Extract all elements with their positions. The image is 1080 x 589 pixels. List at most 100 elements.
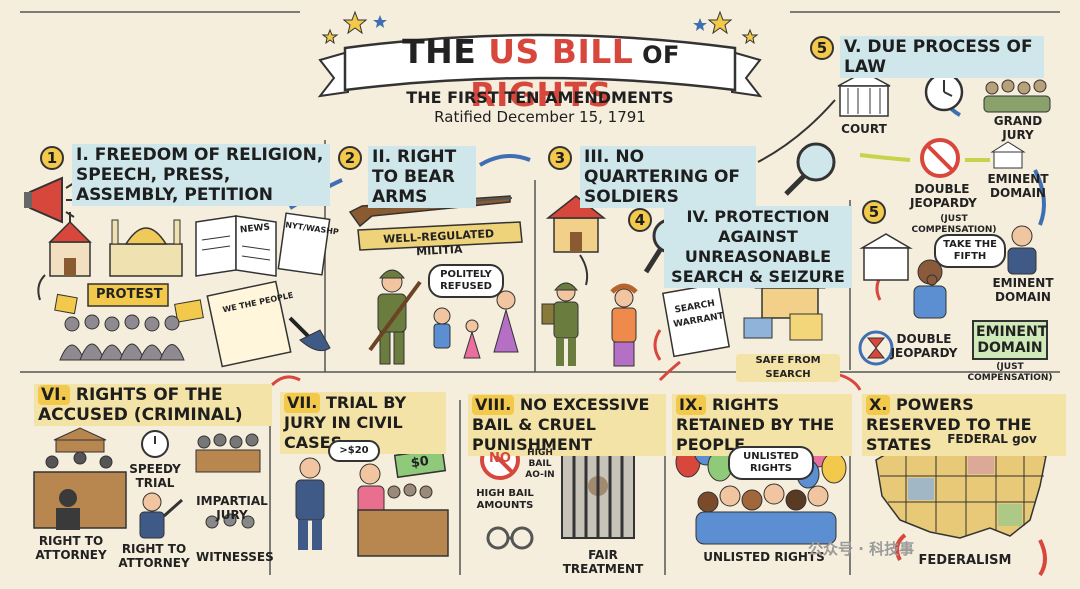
badge-2: 2 bbox=[338, 146, 362, 170]
eminent-domain-label: EMINENT DOMAIN bbox=[987, 172, 1049, 200]
protest-sign: PROTEST bbox=[96, 287, 163, 302]
militia-banner bbox=[357, 221, 523, 251]
arrow-icons-green bbox=[859, 153, 990, 163]
high-bail-sign-label: HIGH BAIL AO-IN bbox=[525, 448, 555, 480]
title-us-bill: US BILL bbox=[488, 32, 634, 71]
amendment-3-title: III. NO QUARTERING OF SOLDIERS bbox=[580, 146, 756, 208]
megaphone-icon bbox=[24, 176, 76, 224]
speedy-trial-label: SPEEDY TRIAL bbox=[129, 462, 181, 490]
lawyer-figure-icon bbox=[139, 492, 183, 539]
just-compensation-label-2: (JUST COMPENSATION) bbox=[967, 362, 1053, 383]
official-person-icon bbox=[1007, 225, 1037, 275]
high-bail-amounts-label: HIGH BAIL AMOUNTS bbox=[476, 488, 534, 511]
stopwatch-small-icon bbox=[141, 430, 169, 458]
roman-10: X. bbox=[866, 395, 891, 415]
unlisted-rights-label: UNLISTED RIGHTS bbox=[703, 550, 825, 564]
roman-8: VIII. bbox=[472, 395, 515, 415]
jury-box-icon bbox=[195, 433, 261, 473]
newspaper-icon bbox=[195, 215, 277, 277]
amendment-8-title-text: NO EXCESSIVE BAIL & CRUEL PUNISHMENT bbox=[472, 395, 650, 454]
impartial-jury-label: IMPARTIAL JURY bbox=[196, 494, 268, 522]
amendment-7-title-text: TRIAL BY JURY IN CIVIL CASES bbox=[284, 393, 407, 452]
amendment-2-title: II. RIGHT TO BEAR ARMS bbox=[368, 146, 476, 208]
federal-gov-label: FEDERAL gov bbox=[947, 432, 1037, 446]
us-map-icon bbox=[875, 443, 1047, 539]
badge-4: 4 bbox=[628, 208, 652, 232]
courtroom-icon bbox=[33, 427, 127, 530]
eminent-domain-building-icon bbox=[990, 141, 1026, 169]
magnifier-large-icon bbox=[784, 142, 836, 196]
witnesses-icon bbox=[205, 513, 255, 529]
protest-crowd-icon bbox=[54, 283, 204, 361]
title-pre: THE bbox=[402, 32, 489, 71]
document-pen-icon bbox=[206, 280, 331, 368]
politely-refused-bubble: POLITELY REFUSED bbox=[428, 264, 504, 298]
court-icon bbox=[837, 71, 891, 117]
folded-newspaper-icon bbox=[277, 212, 331, 276]
no-sign-label: NO bbox=[489, 451, 511, 466]
eminent-domain-label-2: EMINENT DOMAIN bbox=[992, 276, 1054, 304]
amendment-5-title: V. DUE PROCESS OF LAW bbox=[840, 36, 1044, 78]
badge-5: 5 bbox=[810, 36, 834, 60]
amendment-10-title-text: POWERS RESERVED TO THE STATES bbox=[866, 395, 1032, 454]
right-to-attorney-label-2: RIGHT TO ATTORNEY bbox=[118, 542, 190, 570]
church-icon bbox=[48, 212, 92, 277]
double-jeopardy-label: DOUBLE JEOPARDY bbox=[910, 182, 977, 210]
take-the-fifth-bubble: TAKE THE FIFTH bbox=[934, 234, 1006, 268]
court-label: COURT bbox=[841, 122, 887, 136]
just-compensation-label: (JUST COMPENSATION) bbox=[911, 214, 997, 235]
roman-7: VII. bbox=[284, 393, 321, 413]
house-icon bbox=[545, 195, 607, 253]
roman-9: IX. bbox=[676, 395, 707, 415]
title-rights: RIGHTS bbox=[470, 75, 612, 114]
warrant-document-icon bbox=[661, 282, 731, 358]
jury-bench-icon bbox=[357, 483, 449, 557]
jail-cell-icon bbox=[561, 451, 635, 539]
page-title: THE US BILL OF RIGHTS bbox=[358, 32, 724, 115]
civil-lawyer-icon bbox=[295, 457, 325, 550]
no-double-jeopardy-icon bbox=[920, 138, 960, 178]
badge-1: 1 bbox=[40, 146, 64, 170]
title-of: OF bbox=[633, 41, 680, 69]
amendment-9-title-text: RIGHTS RETAINED BY THE PEOPLE bbox=[676, 395, 835, 454]
woman-refusing-icon bbox=[610, 283, 638, 367]
handcuffs-icon bbox=[486, 526, 534, 550]
eminent-domain-box: EMINENT DOMAIN bbox=[972, 320, 1048, 360]
court-small-icon bbox=[859, 233, 913, 281]
soldier-figure-icon bbox=[368, 269, 422, 365]
amendment-6-title: VI. RIGHTS OF THE ACCUSED (CRIMINAL) bbox=[34, 384, 272, 426]
person-covering-mouth-icon bbox=[913, 259, 947, 319]
federalism-label: FEDERALISM bbox=[918, 553, 1012, 568]
amendment-4-title: IV. PROTECTION AGAINST UNREASONABLE SEAR… bbox=[664, 206, 852, 288]
crowd-icon bbox=[695, 483, 837, 545]
unlisted-rights-bubble: UNLISTED RIGHTS bbox=[728, 446, 814, 480]
badge-5-secondary: 5 bbox=[862, 200, 886, 224]
federalism-arrows-icon bbox=[894, 533, 1047, 577]
over-20-bubble: >$20 bbox=[328, 440, 380, 462]
amendment-9-title: IX. RIGHTS RETAINED BY THE PEOPLE bbox=[672, 394, 852, 456]
witnesses-label: WITNESSES bbox=[196, 550, 274, 564]
badge-3: 3 bbox=[548, 146, 572, 170]
amendment-8-title: VIII. NO EXCESSIVE BAIL & CRUEL PUNISHME… bbox=[468, 394, 666, 456]
right-to-attorney-label: RIGHT TO ATTORNEY bbox=[35, 534, 107, 562]
safe-from-search-label: SAFE FROM SEARCH bbox=[736, 354, 840, 382]
mosque-icon bbox=[109, 219, 183, 277]
amendment-1-title: I. FREEDOM OF RELIGION, SPEECH, PRESS, A… bbox=[72, 144, 330, 206]
title-banner bbox=[317, 33, 763, 98]
star-icons-blue bbox=[373, 15, 707, 31]
hourglass-icon bbox=[858, 330, 894, 366]
double-jeopardy-label-2: DOUBLE JEOPARDY bbox=[890, 332, 958, 360]
fair-treatment-label: FAIR TREATMENT bbox=[562, 548, 644, 576]
amendment-7-title: VII. TRIAL BY JURY IN CIVIL CASES bbox=[280, 392, 446, 454]
watermark: 公众号 · 科技事 bbox=[808, 540, 915, 558]
amendment-10-title: X. POWERS RESERVED TO THE STATES bbox=[862, 394, 1066, 456]
arrow-icons-dark bbox=[37, 99, 836, 301]
grand-jury-icon bbox=[983, 79, 1051, 113]
subtitle: THE FIRST TEN AMENDMENTS bbox=[406, 88, 674, 107]
soldier-knocking-icon bbox=[541, 282, 579, 366]
grand-jury-label: GRAND JURY bbox=[993, 114, 1043, 142]
ratified-date: Ratified December 15, 1791 bbox=[434, 108, 646, 126]
roman-6: VI. bbox=[38, 385, 70, 405]
